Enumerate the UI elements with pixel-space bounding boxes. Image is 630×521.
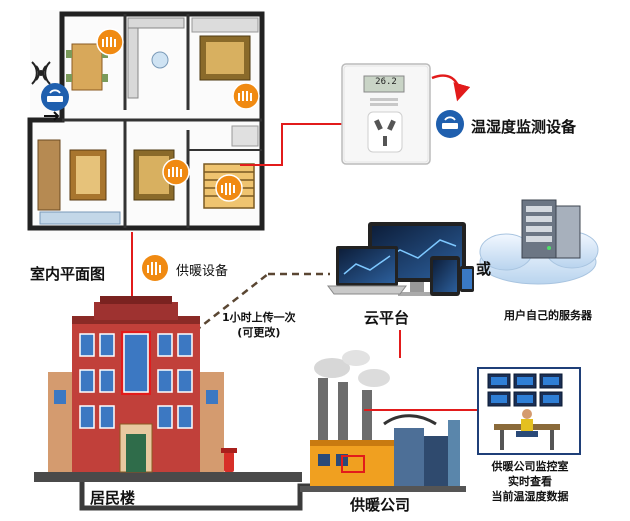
monitoring-room-label: 供暖公司监控室 实时查看 当前温湿度数据 bbox=[480, 459, 580, 504]
floor-plan-label: 室内平面图 bbox=[30, 265, 106, 283]
router-icon bbox=[41, 83, 69, 111]
heating-company-label: 供暖公司 bbox=[350, 496, 411, 514]
monitoring-room bbox=[477, 367, 581, 455]
upload-interval-label: 1小时上传一次 (可更改) bbox=[222, 310, 296, 340]
radiator-icon bbox=[162, 158, 190, 186]
heating-device-label: 供暖设备 bbox=[176, 264, 229, 279]
residential-building bbox=[34, 296, 302, 482]
radiator-icon bbox=[96, 28, 124, 56]
user-server bbox=[479, 199, 599, 285]
cloud-platform-label: 云平台 bbox=[364, 309, 410, 327]
monitoring-line1: 供暖公司监控室 bbox=[491, 460, 569, 473]
radiator-icon bbox=[142, 255, 168, 281]
sensor-device bbox=[341, 63, 431, 165]
upload-interval-line2: (可更改) bbox=[237, 326, 281, 339]
cloud-devices bbox=[327, 222, 474, 296]
radiator-icon bbox=[232, 82, 260, 110]
monitoring-line2: 实时查看 bbox=[508, 475, 552, 488]
sensor-display-readout: 26.2 bbox=[375, 77, 397, 87]
user-server-label: 用户自己的服务器 bbox=[504, 309, 592, 322]
router-icon bbox=[436, 110, 464, 138]
floor-plan bbox=[27, 10, 265, 240]
residential-building-label: 居民楼 bbox=[90, 489, 136, 507]
wifi-icon bbox=[31, 61, 51, 85]
heating-factory bbox=[300, 350, 466, 492]
monitoring-line3: 当前温湿度数据 bbox=[491, 490, 569, 503]
upload-interval-line1: 1小时上传一次 bbox=[222, 311, 296, 324]
radiator-icon bbox=[215, 174, 243, 202]
or-label: 或 bbox=[476, 260, 492, 278]
sensor-label: 温湿度监测设备 bbox=[471, 118, 577, 136]
